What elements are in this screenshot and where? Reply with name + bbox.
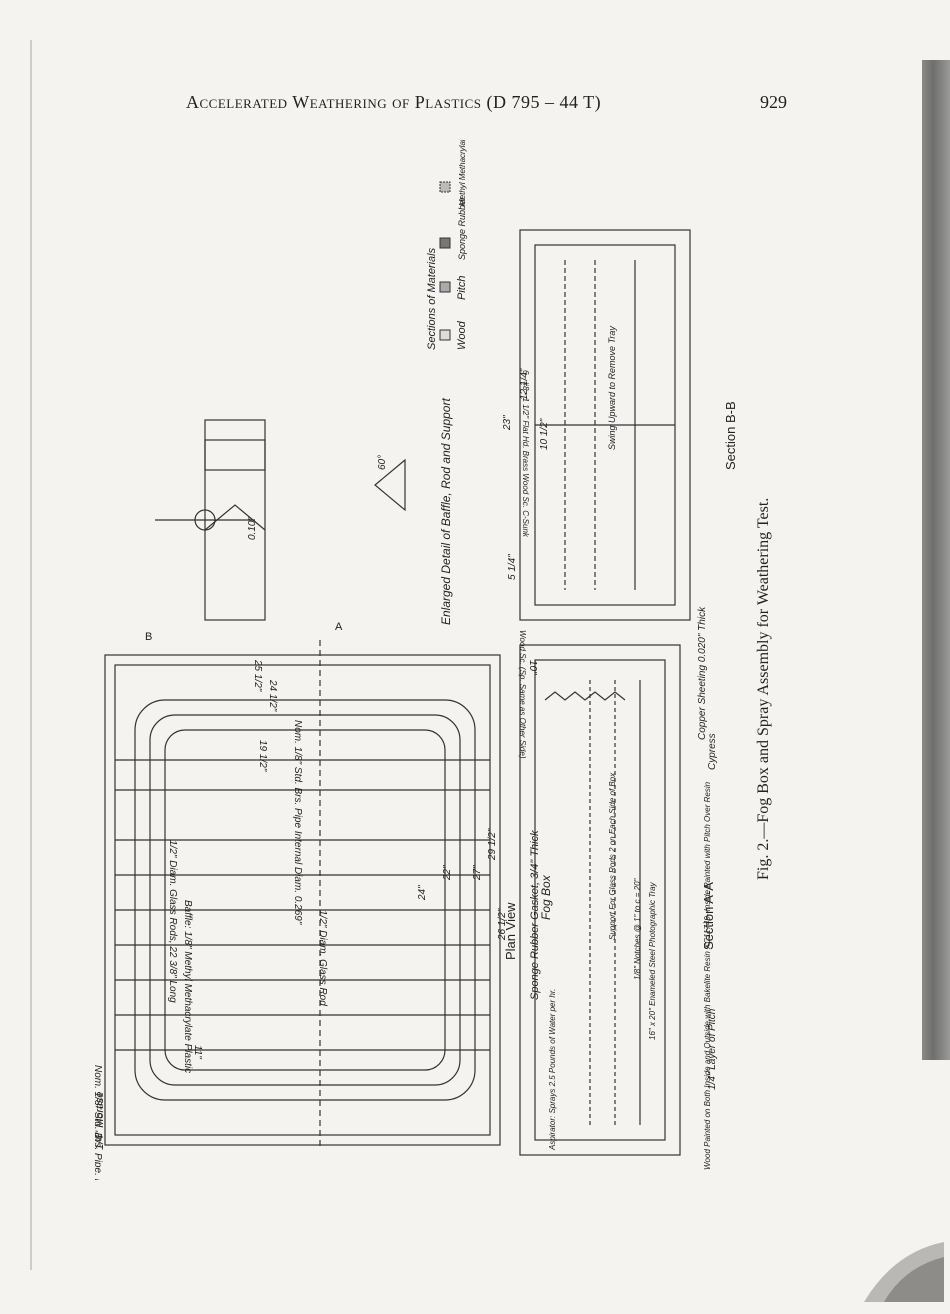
section-aa-label: Section A-A xyxy=(701,882,716,950)
label-wood-screws-bottom: Wood Sc. (Sp. Same as Other Side) xyxy=(518,630,527,759)
section-bb xyxy=(519,229,691,621)
legend-methyl: Methyl Methacrylate Plastic xyxy=(458,140,467,206)
scan-shadow-bar xyxy=(922,60,950,1060)
label-tray: 16" x 20" Enameled Steel Photographic Tr… xyxy=(648,881,657,1040)
dim-10-5: 10 1/2" xyxy=(539,418,550,450)
label-wood-note: Wood Painted on Both Inside and Outside … xyxy=(703,781,712,1170)
page-curl xyxy=(864,1242,944,1302)
dim-10: 10" xyxy=(527,660,538,675)
dim-22: 22" xyxy=(442,865,453,881)
section-aa xyxy=(519,644,681,1156)
figure-caption-wrap: Fig. 2.—Fog Box and Spray Assembly for W… xyxy=(755,498,773,880)
detail-label: Enlarged Detail of Baffle, Rod and Suppo… xyxy=(439,398,453,625)
label-notches: 1/8" Notches @ 1" to c = 20" xyxy=(633,877,642,980)
label-wood-screws-top: 6 - #8 - 1 1/2" Flat Hd. Brass Wood Sc. … xyxy=(521,370,530,538)
dim-29-5: 29 1/2" xyxy=(487,828,498,861)
label-gasket: Sponge Rubber Gasket, 3/4" Thick xyxy=(529,830,541,1000)
label-cypress: Cypress xyxy=(707,733,718,770)
page-number: 929 xyxy=(760,92,787,112)
legend-pitch: Pitch xyxy=(456,276,468,300)
label-section-a: A xyxy=(335,621,343,633)
page-edge xyxy=(30,40,32,1270)
engineering-drawing: Sections of Materials Wood Pitch Sponge … xyxy=(92,109,815,1273)
baffle-detail xyxy=(155,419,406,621)
label-support: Support For Glass Rods 2 on Each Side of… xyxy=(608,772,617,940)
figure-caption: Fig. 2.—Fog Box and Spray Assembly for W… xyxy=(755,497,772,880)
dim-12-25: 12 1/4" xyxy=(519,368,530,400)
dim-19-5: 19 1/2" xyxy=(257,740,268,772)
label-glass-rod: 1/2" Diam. Glass Rod xyxy=(317,910,328,1006)
label-pipe-top: Nom. 1/8" Std. Brs. Pipe Internal Diam. … xyxy=(292,720,303,925)
running-head: Accelerated Weathering of Plastics (D 79… xyxy=(186,92,602,112)
label-glass-rods: 1/2" Diam. Glass Rods, 22 3/8" Long xyxy=(167,840,178,1003)
section-bb-label: Section B-B xyxy=(723,401,738,470)
legend-title: Sections of Materials xyxy=(426,247,438,350)
label-fog-box: Fog Box xyxy=(539,874,553,920)
label-swing: Swing Upward to Remove Tray xyxy=(607,326,617,450)
dim-27: 27" xyxy=(472,865,483,881)
plan-view-label: Plan View xyxy=(503,902,518,960)
dim-26-5: 26 1/2" xyxy=(497,908,508,941)
label-dim-60: 60° xyxy=(377,455,388,470)
dim-25-5: 25 1/2" xyxy=(252,659,263,692)
dim-24-5: 24 1/2" xyxy=(267,679,278,712)
materials-legend xyxy=(439,181,451,341)
label-section-b: B xyxy=(145,631,152,643)
drawing-svg: Sections of Materials Wood Pitch Sponge … xyxy=(92,109,738,1273)
dim-24: 24" xyxy=(417,885,428,901)
label-pipe-bottom: Nom. 1/8" Std. Brs. Pipe, Internal Diam.… xyxy=(95,1065,103,1180)
label-baffle: Baffle: 1/8" Methyl Methacrylate Plastic xyxy=(182,900,193,1073)
label-aspirator: Aspirator: Sprays 2.5 Pounds of Water pe… xyxy=(548,989,557,1151)
label-dim-0-10: 0.10" xyxy=(247,517,258,540)
dim-5-25: 5 1/4" xyxy=(507,554,518,580)
legend-sponge: Sponge Rubber xyxy=(457,196,467,260)
label-mortise: 1/4" Mortise xyxy=(95,1092,106,1150)
plan-view xyxy=(104,640,501,1150)
label-copper: Copper Sheeting 0.020" Thick xyxy=(697,606,708,740)
dim-11: 11" xyxy=(192,1045,203,1059)
legend-wood: Wood xyxy=(456,320,468,350)
dim-23: 23" xyxy=(502,415,513,431)
label-pitch-layer: 1/4" Layer of Pitch xyxy=(707,1008,718,1090)
